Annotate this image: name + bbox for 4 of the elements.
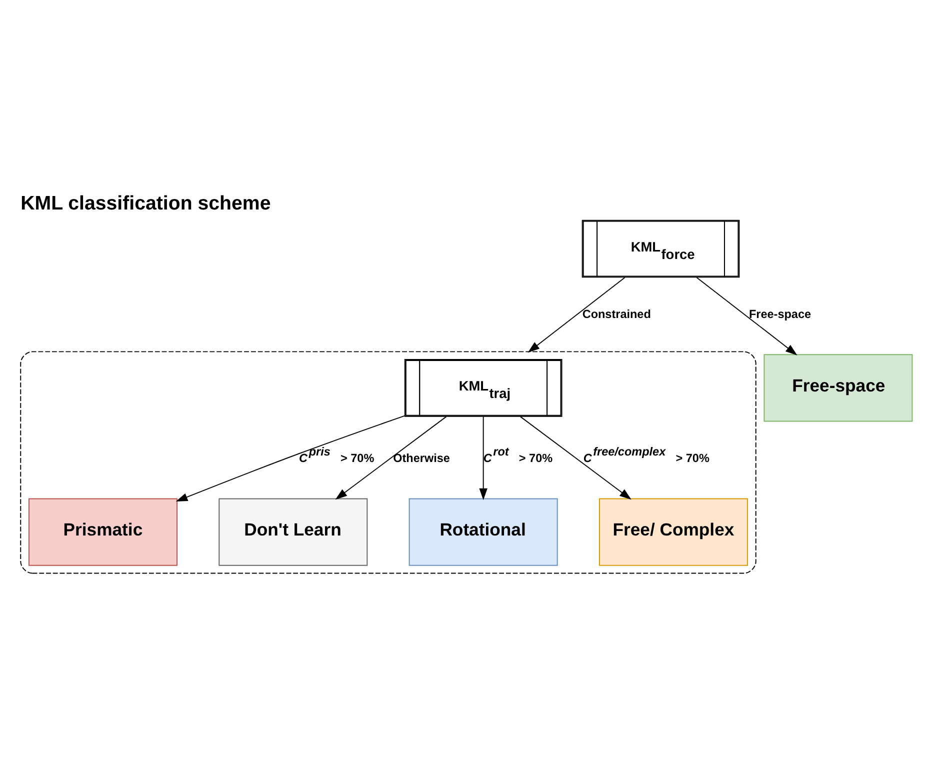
diagram-title: KML classification scheme <box>20 192 271 215</box>
edge-label: Otherwise <box>393 452 450 466</box>
edge-label: Constrained <box>582 308 651 321</box>
edge-label: Free-space <box>748 308 812 321</box>
